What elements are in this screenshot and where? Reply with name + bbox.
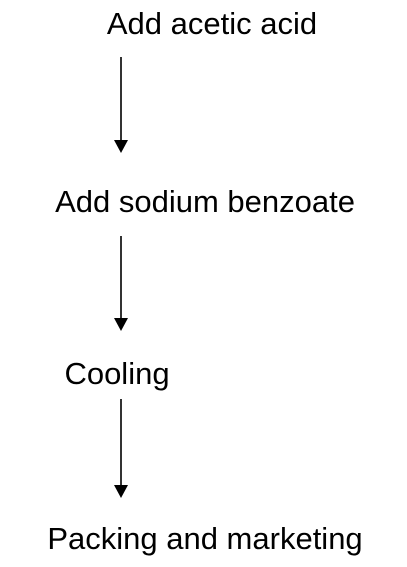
step-packing-and-marketing: Packing and marketing — [47, 521, 363, 556]
step-add-acetic-acid: Add acetic acid — [106, 6, 318, 41]
arrow-3 — [114, 399, 128, 498]
step-cooling: Cooling — [64, 356, 170, 391]
arrow-2 — [114, 236, 128, 331]
arrow-1 — [114, 57, 128, 153]
step-add-sodium-benzoate: Add sodium benzoate — [55, 184, 355, 219]
